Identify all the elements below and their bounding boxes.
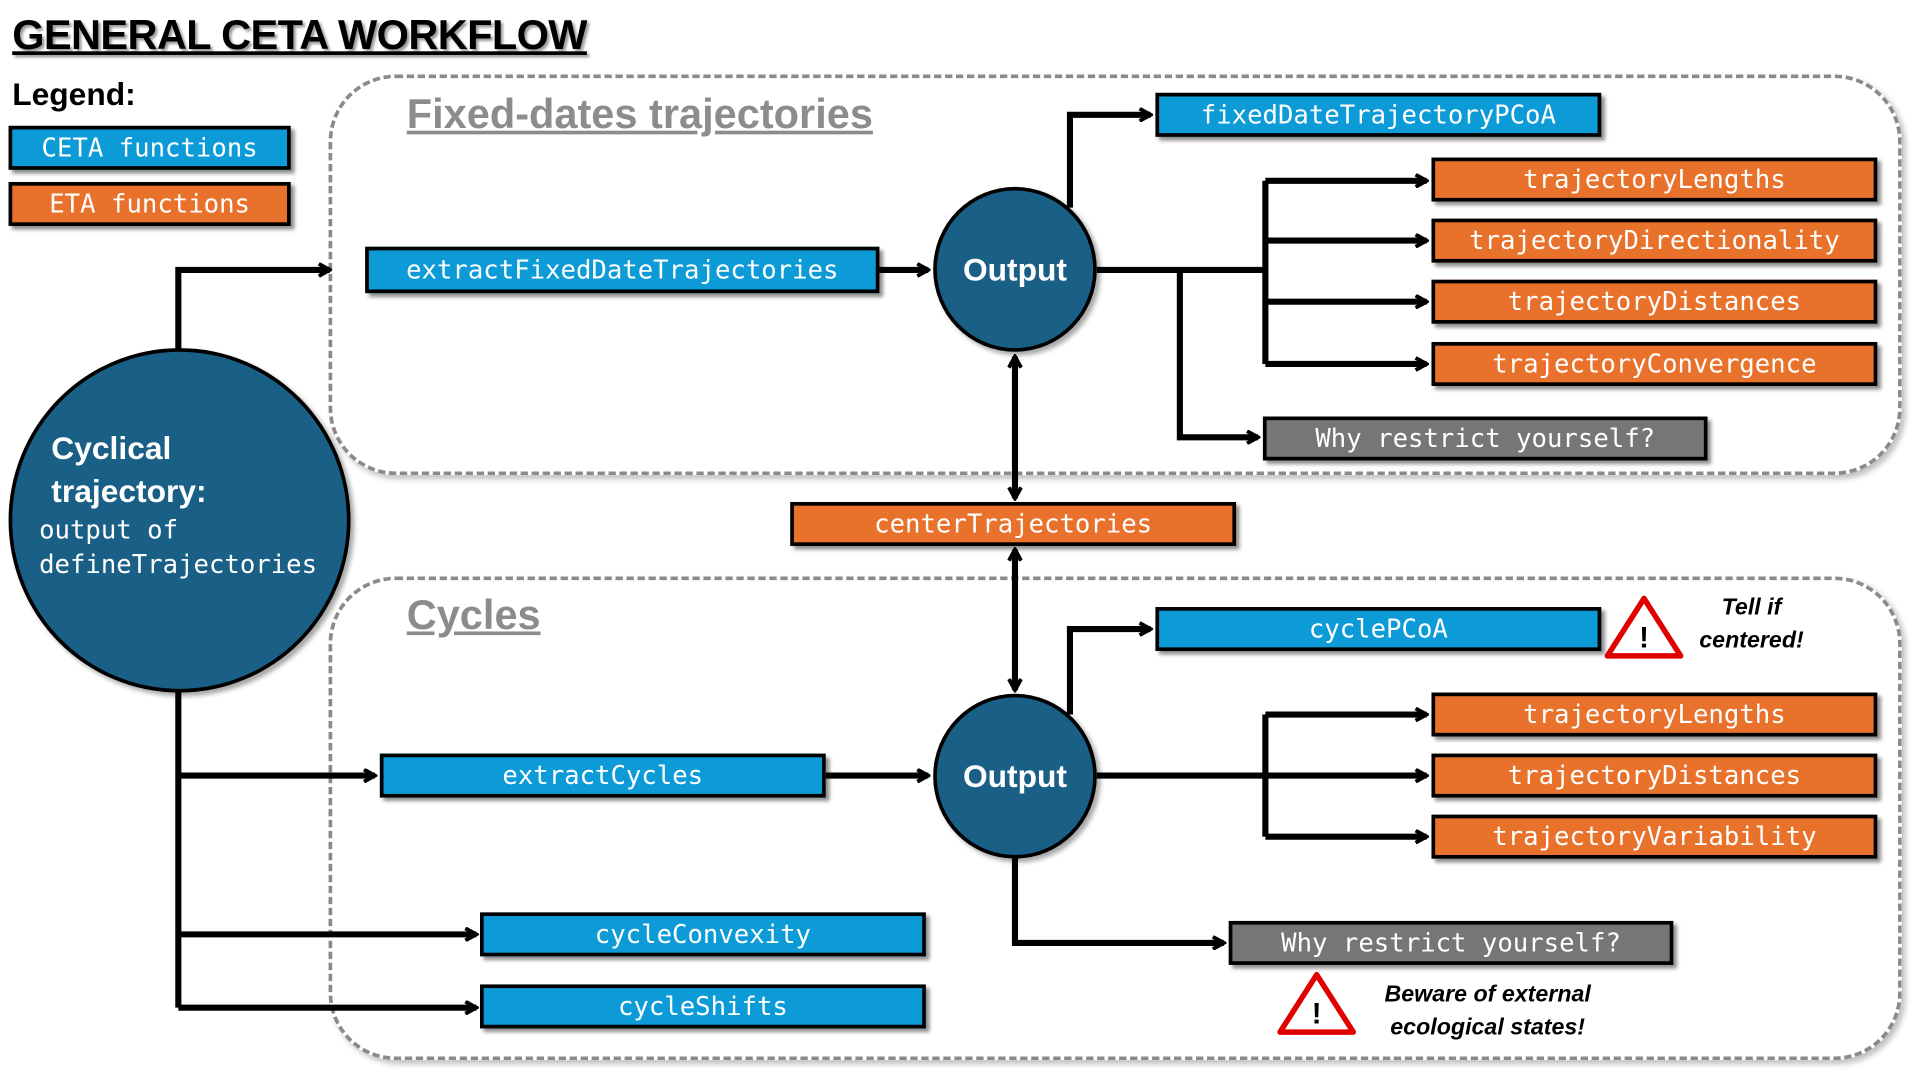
cycle-convexity-box: cycleConvexity: [480, 912, 926, 957]
fixed-trajectory-lengths-box: trajectoryLengths: [1431, 157, 1878, 202]
fixed-why-restrict-box: Why restrict yourself?: [1262, 416, 1708, 461]
extract-fixed-date-trajectories-box: extractFixedDateTrajectories: [365, 246, 880, 294]
legend-title: Legend:: [12, 75, 136, 113]
center-trajectories-box: centerTrajectories: [790, 501, 1237, 546]
fixed-date-trajectory-pcoa-box: fixedDateTrajectoryPCoA: [1155, 92, 1602, 137]
warning-triangle-icon: !: [1277, 971, 1357, 1035]
cyclical-trajectory-title: Cyclical trajectory:: [51, 429, 207, 510]
warning-triangle-icon: !: [1604, 595, 1684, 659]
legend-ceta-functions: CETA functions: [8, 125, 291, 170]
cycles-why-restrict-box: Why restrict yourself?: [1228, 920, 1674, 965]
legend-eta-functions: ETA functions: [8, 181, 291, 226]
cycles-trajectory-distances-box: trajectoryDistances: [1431, 753, 1878, 798]
arrow-source-to-extract-fixed: [175, 270, 329, 355]
cycle-pcoa-box: cyclePCoA: [1155, 607, 1602, 652]
fixed-trajectory-distances-box: trajectoryDistances: [1431, 279, 1878, 324]
cyclical-trajectory-subtitle: output of defineTrajectories: [39, 515, 318, 579]
arrow-output-to-cycle-pcoa: [1066, 629, 1151, 715]
fixed-dates-output-node: Output: [933, 186, 1097, 352]
arrow-cycles-to-restrict: [1011, 857, 1224, 942]
fixed-dates-output-label: Output: [962, 250, 1068, 288]
extract-cycles-box: extractCycles: [379, 753, 826, 798]
fixed-trajectory-directionality-box: trajectoryDirectionality: [1431, 218, 1878, 263]
cycles-panel: [328, 576, 1902, 1061]
fixed-trajectory-convergence-box: trajectoryConvergence: [1431, 341, 1878, 386]
tell-if-centered-warning: Tell if centered!: [1699, 594, 1804, 654]
cycles-output-label: Output: [962, 757, 1068, 794]
cycle-shifts-box: cycleShifts: [480, 984, 926, 1029]
arrow-output-to-fixed-pcoa: [1066, 115, 1151, 208]
diagram-title: GENERAL CETA WORKFLOW: [12, 12, 587, 59]
cyclical-trajectory-node: Cyclical trajectory: output of defineTra…: [8, 348, 351, 693]
external-states-warning: Beware of external ecological states!: [1384, 982, 1591, 1041]
arrow-fixed-to-restrict: [1176, 269, 1258, 437]
cycles-output-node: Output: [933, 693, 1097, 859]
cycles-trajectory-variability-box: trajectoryVariability: [1431, 814, 1878, 859]
cycles-section-label: Cycles: [406, 592, 541, 639]
fixed-dates-section-label: Fixed-dates trajectories: [406, 91, 873, 139]
svg-text:!: !: [1312, 998, 1322, 1031]
cycles-trajectory-lengths-box: trajectoryLengths: [1431, 692, 1878, 737]
svg-text:!: !: [1639, 621, 1649, 654]
